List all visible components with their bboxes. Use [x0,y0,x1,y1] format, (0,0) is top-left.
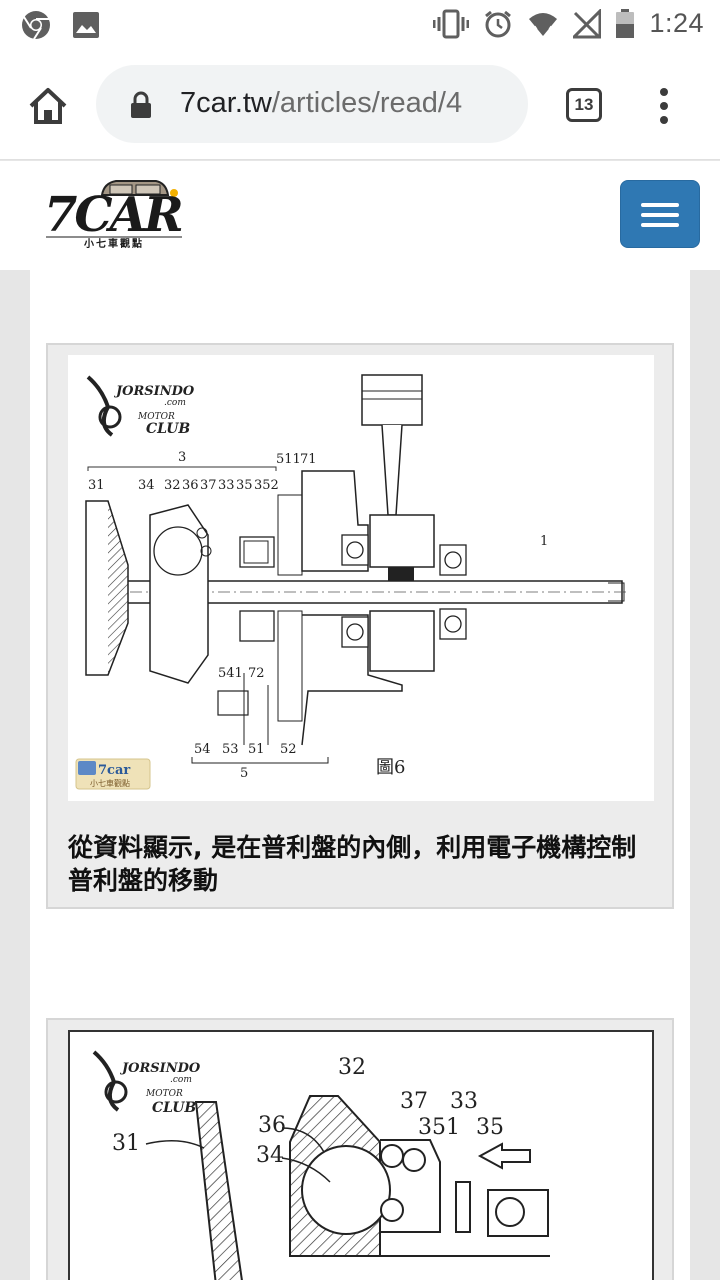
svg-text:MOTOR: MOTOR [145,1089,183,1099]
svg-text:72: 72 [248,666,265,681]
url-text[interactable]: 7car.tw/articles/read/4 [180,87,510,120]
lock-icon [131,91,151,118]
svg-text:36: 36 [182,478,199,493]
svg-text:36: 36 [258,1113,286,1138]
jorsindo-watermark: JORSINDO .com MOTOR CLUB [92,1050,201,1116]
svg-text:31: 31 [112,1131,140,1156]
svg-text:35: 35 [476,1115,504,1140]
svg-text:CLUB: CLUB [152,1100,196,1116]
figure-number: 圖6 [376,757,405,778]
nav-menu-button[interactable] [620,180,700,248]
svg-text:541: 541 [218,666,243,681]
svg-text:MOTOR: MOTOR [137,412,175,422]
7car-watermark: 7car 小七車觀點 [75,758,151,790]
logo-text: 7CAR [44,187,182,243]
site-logo[interactable]: 7CAR 小七車觀點 [44,175,184,251]
battery-icon [616,8,635,38]
svg-text:.com: .com [170,1075,192,1085]
clock-time: 1:24 [649,8,704,38]
logo-subtitle: 小七車觀點 [83,237,144,250]
svg-text:53: 53 [222,742,239,757]
svg-text:31: 31 [88,478,105,493]
svg-text:71: 71 [300,452,317,467]
svg-text:54: 54 [194,742,211,757]
image-icon [73,12,99,38]
tab-switcher-button[interactable]: 13 [566,88,602,122]
svg-text:小七車觀點: 小七車觀點 [90,778,130,788]
status-bar: 1:24 [0,0,720,50]
no-signal-icon [573,8,602,38]
svg-text:1: 1 [540,534,548,549]
svg-text:51: 51 [248,742,265,757]
browser-toolbar: 7car.tw/articles/read/4 13 [0,50,720,160]
svg-text:32: 32 [338,1055,366,1080]
site-header: 7CAR 小七車觀點 [0,161,720,270]
svg-text:52: 52 [280,742,297,757]
svg-text:5: 5 [240,766,248,781]
svg-text:511: 511 [276,452,301,467]
svg-text:37: 37 [400,1089,428,1114]
svg-text:CLUB: CLUB [146,421,190,437]
svg-text:352: 352 [254,478,279,493]
article-content: JORSINDO .com MOTOR CLUB 3 31 34 32 36 3… [30,270,690,1280]
svg-text:32: 32 [164,478,181,493]
more-vert-icon[interactable] [652,86,676,126]
svg-text:34: 34 [256,1143,284,1168]
patent-diagram-image[interactable]: JORSINDO .com MOTOR CLUB 3 31 34 32 36 3… [68,355,654,801]
svg-text:34: 34 [138,478,155,493]
chrome-icon [22,11,50,40]
svg-text:33: 33 [450,1089,478,1114]
url-host: 7car.tw [180,87,272,119]
patent-diagram: JORSINDO .com MOTOR CLUB 3 31 34 32 36 3… [75,374,628,790]
url-path: /articles/read/4 [271,87,463,119]
hamburger-bar [641,203,679,207]
svg-text:351: 351 [418,1115,460,1140]
svg-text:3: 3 [178,450,186,465]
vibrate-icon [433,9,470,38]
svg-text:7car: 7car [98,763,130,778]
svg-text:.com: .com [164,398,186,408]
hamburger-bar [641,223,679,227]
hamburger-bar [641,213,679,217]
svg-text:35: 35 [236,478,253,493]
home-icon[interactable] [26,84,70,128]
svg-text:33: 33 [218,478,235,493]
patent-diagram-image[interactable]: JORSINDO .com MOTOR CLUB [68,1030,654,1280]
address-bar[interactable]: 7car.tw/articles/read/4 [96,65,528,143]
jorsindo-watermark: JORSINDO .com MOTOR CLUB [86,375,195,437]
wifi-icon [529,12,558,36]
alarm-icon [485,10,512,37]
figure-card: JORSINDO .com MOTOR CLUB 3 31 34 32 36 3… [46,343,674,909]
svg-text:JORSINDO: JORSINDO [119,1061,201,1076]
figure-card: JORSINDO .com MOTOR CLUB [46,1018,674,1280]
svg-text:37: 37 [200,478,217,493]
svg-text:JORSINDO: JORSINDO [113,384,195,399]
patent-diagram-detail: JORSINDO .com MOTOR CLUB [92,1050,550,1280]
figure-caption: 從資料顯示, 是在普利盤的內側，利用電子機構控制普利盤的移動 [68,833,637,895]
